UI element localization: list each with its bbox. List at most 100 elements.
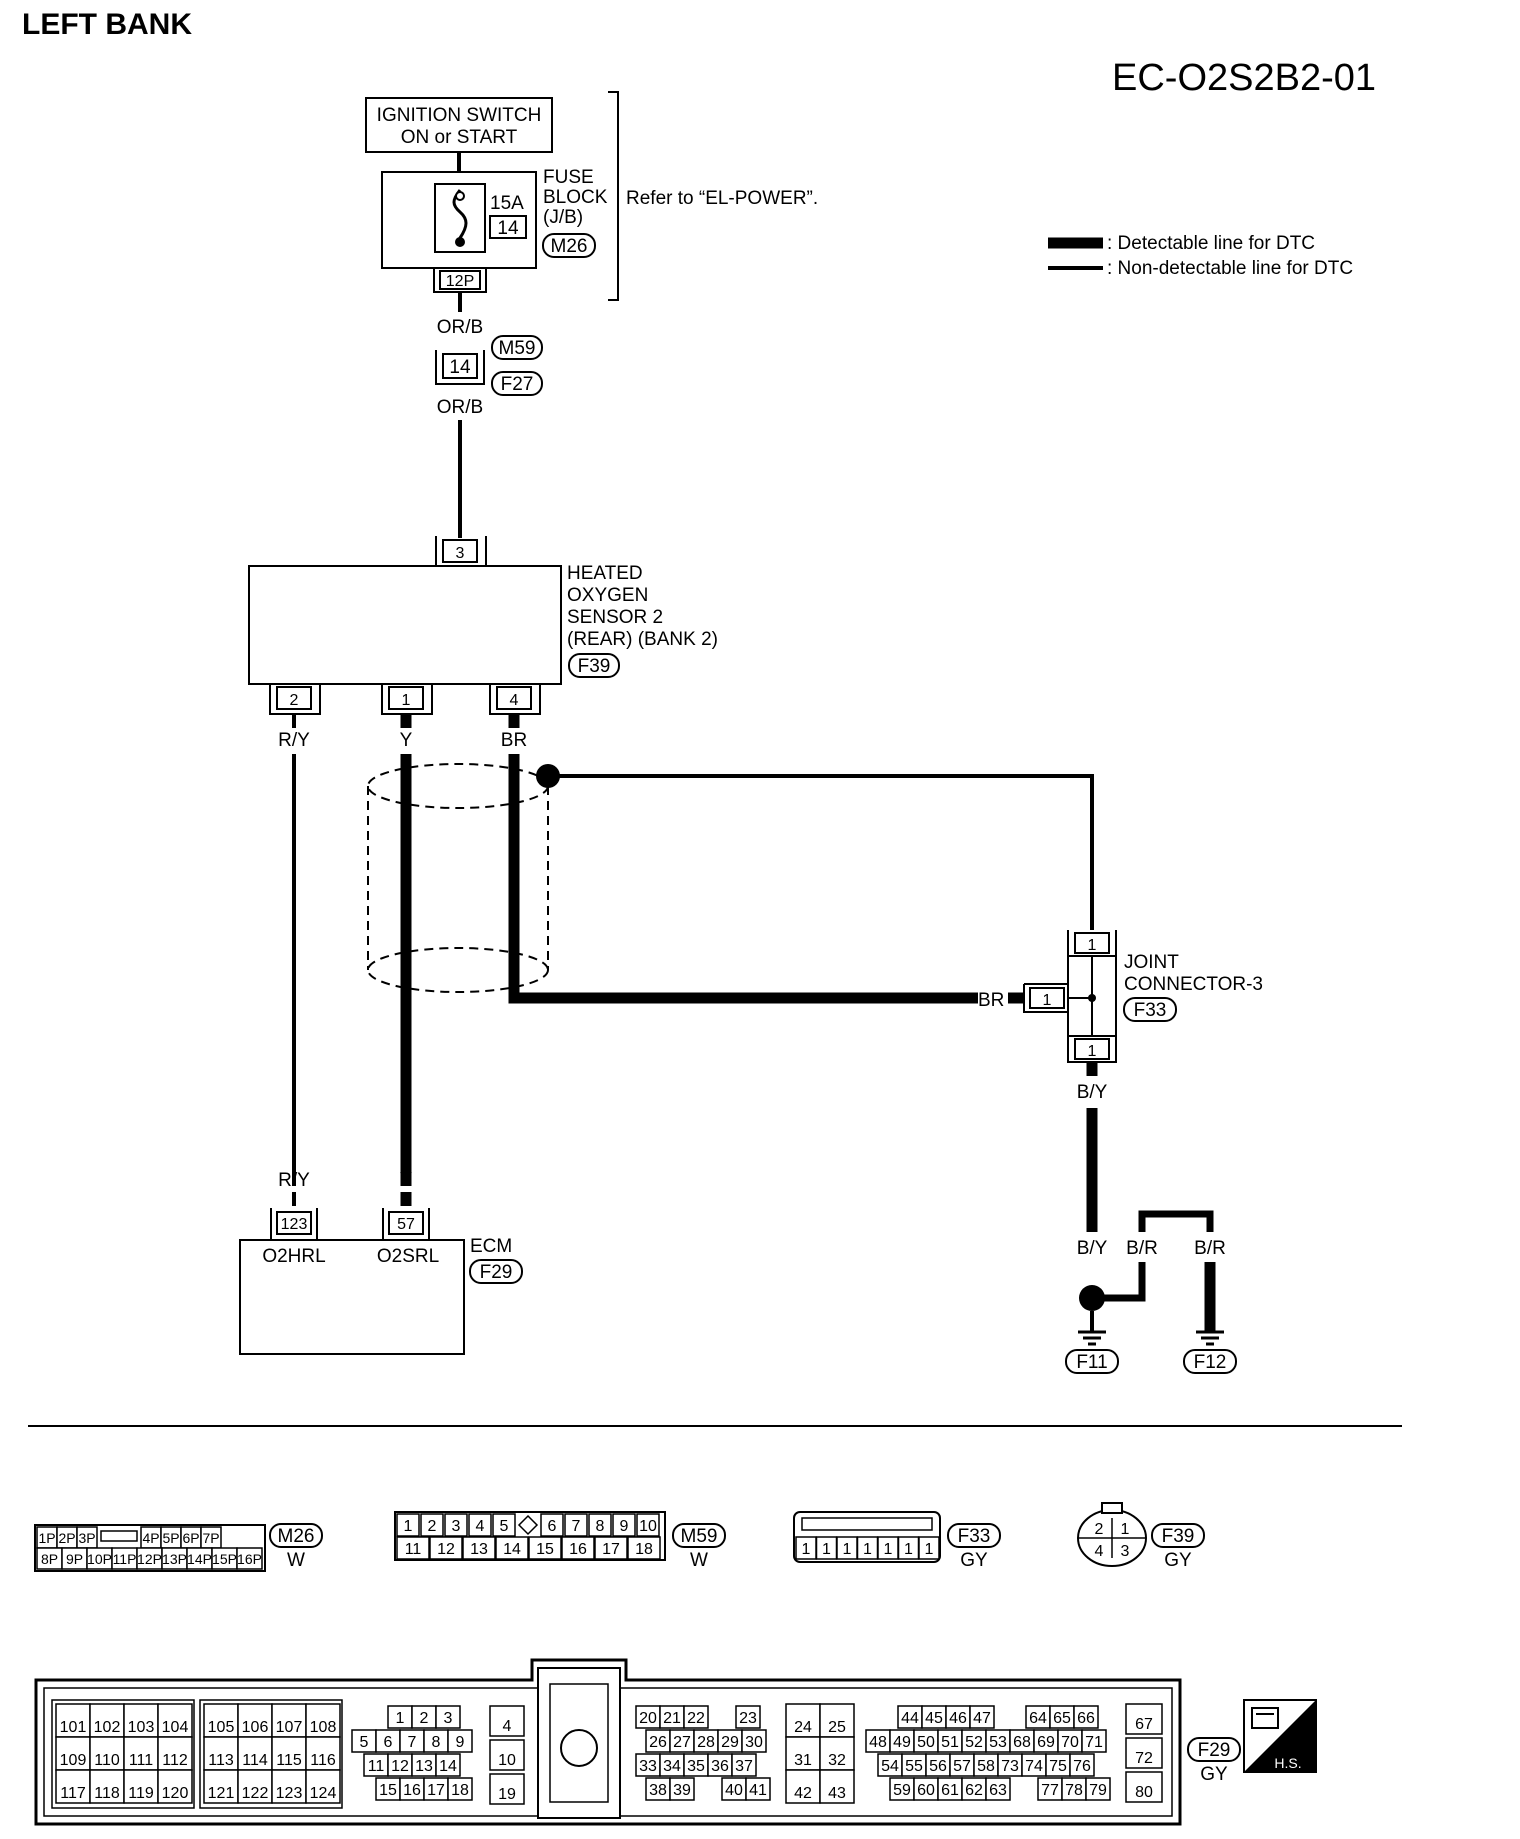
wire-br-ground-left bbox=[1092, 1262, 1146, 1302]
m59-pin-9-cell bbox=[612, 1513, 636, 1537]
f29-pin-20: 20 bbox=[639, 1710, 657, 1727]
ground-splice bbox=[1079, 1285, 1105, 1311]
sensor-label-2: OXYGEN bbox=[567, 585, 648, 606]
fuse-amperage: 15A bbox=[490, 193, 524, 214]
m59-pin-1: 1 bbox=[404, 1518, 413, 1535]
ecm-pin57: 57 bbox=[397, 1216, 415, 1233]
harness-socket bbox=[435, 350, 485, 385]
m59-pin-13-cell bbox=[462, 1536, 496, 1560]
f29-pin-106: 106 bbox=[242, 1719, 269, 1736]
f29-pin-121-cell bbox=[203, 1769, 239, 1804]
harness-connector-id-m59: M59 bbox=[499, 338, 536, 359]
f29-pin-42-cell bbox=[785, 1769, 821, 1804]
m26-pin-16P: 16P bbox=[237, 1551, 262, 1567]
fuse-bottom-terminal bbox=[455, 237, 465, 247]
f29-pin-76-cell bbox=[1069, 1753, 1095, 1777]
sensor-connector-badge bbox=[568, 653, 620, 678]
f29-pin-80: 80 bbox=[1135, 1784, 1153, 1801]
f29-bolt-hole bbox=[560, 1729, 598, 1767]
f29-pin-16: 16 bbox=[403, 1782, 421, 1799]
harness-connector-badge-m59 bbox=[491, 335, 543, 360]
f29-pin-105-cell bbox=[203, 1703, 239, 1738]
f29-pin-110: 110 bbox=[94, 1752, 120, 1769]
ecm-label: ECM bbox=[470, 1236, 512, 1257]
f33-pin-5: 1 bbox=[904, 1541, 913, 1558]
f29-pin-79-cell bbox=[1085, 1777, 1111, 1801]
f29-pin-29: 29 bbox=[721, 1734, 739, 1751]
f29-pin-32: 32 bbox=[828, 1752, 846, 1769]
f29-pin-23-cell bbox=[735, 1705, 761, 1729]
m26-pin-2P: 2P bbox=[58, 1530, 75, 1546]
f29-pin-74: 74 bbox=[1025, 1758, 1043, 1775]
f29-pin-107: 107 bbox=[276, 1719, 303, 1736]
f29-pin-114-cell bbox=[237, 1736, 273, 1771]
f29-pin-48: 48 bbox=[869, 1734, 887, 1751]
ground-f12-badge bbox=[1183, 1349, 1237, 1374]
f29-pin-32-cell bbox=[819, 1736, 855, 1771]
f29-color: GY bbox=[1200, 1764, 1228, 1785]
f33-color: GY bbox=[960, 1550, 988, 1571]
wire-br-ground-loop-top bbox=[1138, 1210, 1214, 1232]
m59-color: W bbox=[690, 1550, 708, 1571]
sensor-pin2: 2 bbox=[290, 692, 299, 709]
m26-id: M26 bbox=[278, 1526, 315, 1547]
m59-pin-11: 11 bbox=[405, 1541, 422, 1558]
m26-pin-16P-cell bbox=[236, 1547, 263, 1570]
m59-pin-4-cell bbox=[468, 1513, 492, 1537]
f29-pin-123: 123 bbox=[276, 1785, 303, 1802]
f29-pin-108-cell bbox=[305, 1703, 341, 1738]
f33-pin-6-cell bbox=[918, 1536, 940, 1560]
ecm-connector-id: F29 bbox=[480, 1262, 513, 1283]
f29-pin-36: 36 bbox=[711, 1758, 729, 1775]
m59-pin-8: 8 bbox=[596, 1518, 605, 1535]
f29-pin-61: 61 bbox=[941, 1782, 959, 1799]
f29-pin-41: 41 bbox=[749, 1782, 767, 1799]
fuse-pin-label: 12P bbox=[446, 273, 474, 290]
f39-badge bbox=[1151, 1523, 1205, 1548]
wire-color-ry-bottom: R/Y bbox=[278, 1170, 310, 1191]
f29-pin-25: 25 bbox=[828, 1719, 846, 1736]
f29-pin-47-cell bbox=[969, 1705, 995, 1729]
f29-pin-105: 105 bbox=[208, 1719, 235, 1736]
m59-pin-11-cell bbox=[396, 1536, 430, 1560]
f29-pin-1: 1 bbox=[396, 1710, 405, 1727]
wire-color-br-top: BR bbox=[501, 730, 527, 751]
wire-shield-drain bbox=[548, 774, 1094, 930]
m59-pin-5: 5 bbox=[500, 1518, 509, 1535]
shield-top-ring bbox=[367, 763, 549, 809]
m59-pin-12-cell bbox=[429, 1536, 463, 1560]
f39-pin-1: 1 bbox=[1121, 1521, 1130, 1538]
f39-latch bbox=[1101, 1502, 1123, 1514]
f29-pin-112: 112 bbox=[162, 1752, 188, 1769]
m59-pin-16: 16 bbox=[569, 1541, 587, 1558]
legend-nondetectable-text: : Non-detectable line for DTC bbox=[1107, 258, 1353, 279]
f29-pin-56: 56 bbox=[929, 1758, 947, 1775]
section-title: LEFT BANK bbox=[22, 8, 192, 41]
f29-pin-124: 124 bbox=[310, 1785, 337, 1802]
f29-pin-106-cell bbox=[237, 1703, 273, 1738]
f29-pin-3-cell bbox=[435, 1705, 461, 1729]
power-bracket bbox=[608, 91, 619, 301]
sensor-label-3: SENSOR 2 bbox=[567, 607, 663, 628]
f29-pin-46: 46 bbox=[949, 1710, 967, 1727]
f29-pin-75: 75 bbox=[1049, 1758, 1067, 1775]
f29-pin-54: 54 bbox=[881, 1758, 899, 1775]
f29-pin-102: 102 bbox=[94, 1719, 121, 1736]
ignition-switch-state: ON or START bbox=[401, 127, 518, 148]
fuse-block-connector-id: M26 bbox=[551, 236, 588, 257]
legend: : Detectable line for DTC : Non-detectab… bbox=[1048, 233, 1353, 279]
f29-pin-24: 24 bbox=[794, 1719, 812, 1736]
f29-id: F29 bbox=[1198, 1740, 1231, 1761]
f29-pin-104: 104 bbox=[162, 1719, 189, 1736]
f33-pin-1: 1 bbox=[822, 1541, 831, 1558]
fuse-block-connector-badge bbox=[542, 233, 596, 258]
m59-pin-2-cell bbox=[420, 1513, 444, 1537]
f29-pin-116-cell bbox=[305, 1736, 341, 1771]
m59-pin-14: 14 bbox=[503, 1541, 521, 1558]
sensor-top-pin-box bbox=[442, 539, 478, 563]
f29-pin-40: 40 bbox=[725, 1782, 743, 1799]
joint-bottom-pin-box bbox=[1074, 1038, 1110, 1060]
ecm-connector-badge bbox=[469, 1259, 523, 1284]
f29-pin-60: 60 bbox=[917, 1782, 935, 1799]
